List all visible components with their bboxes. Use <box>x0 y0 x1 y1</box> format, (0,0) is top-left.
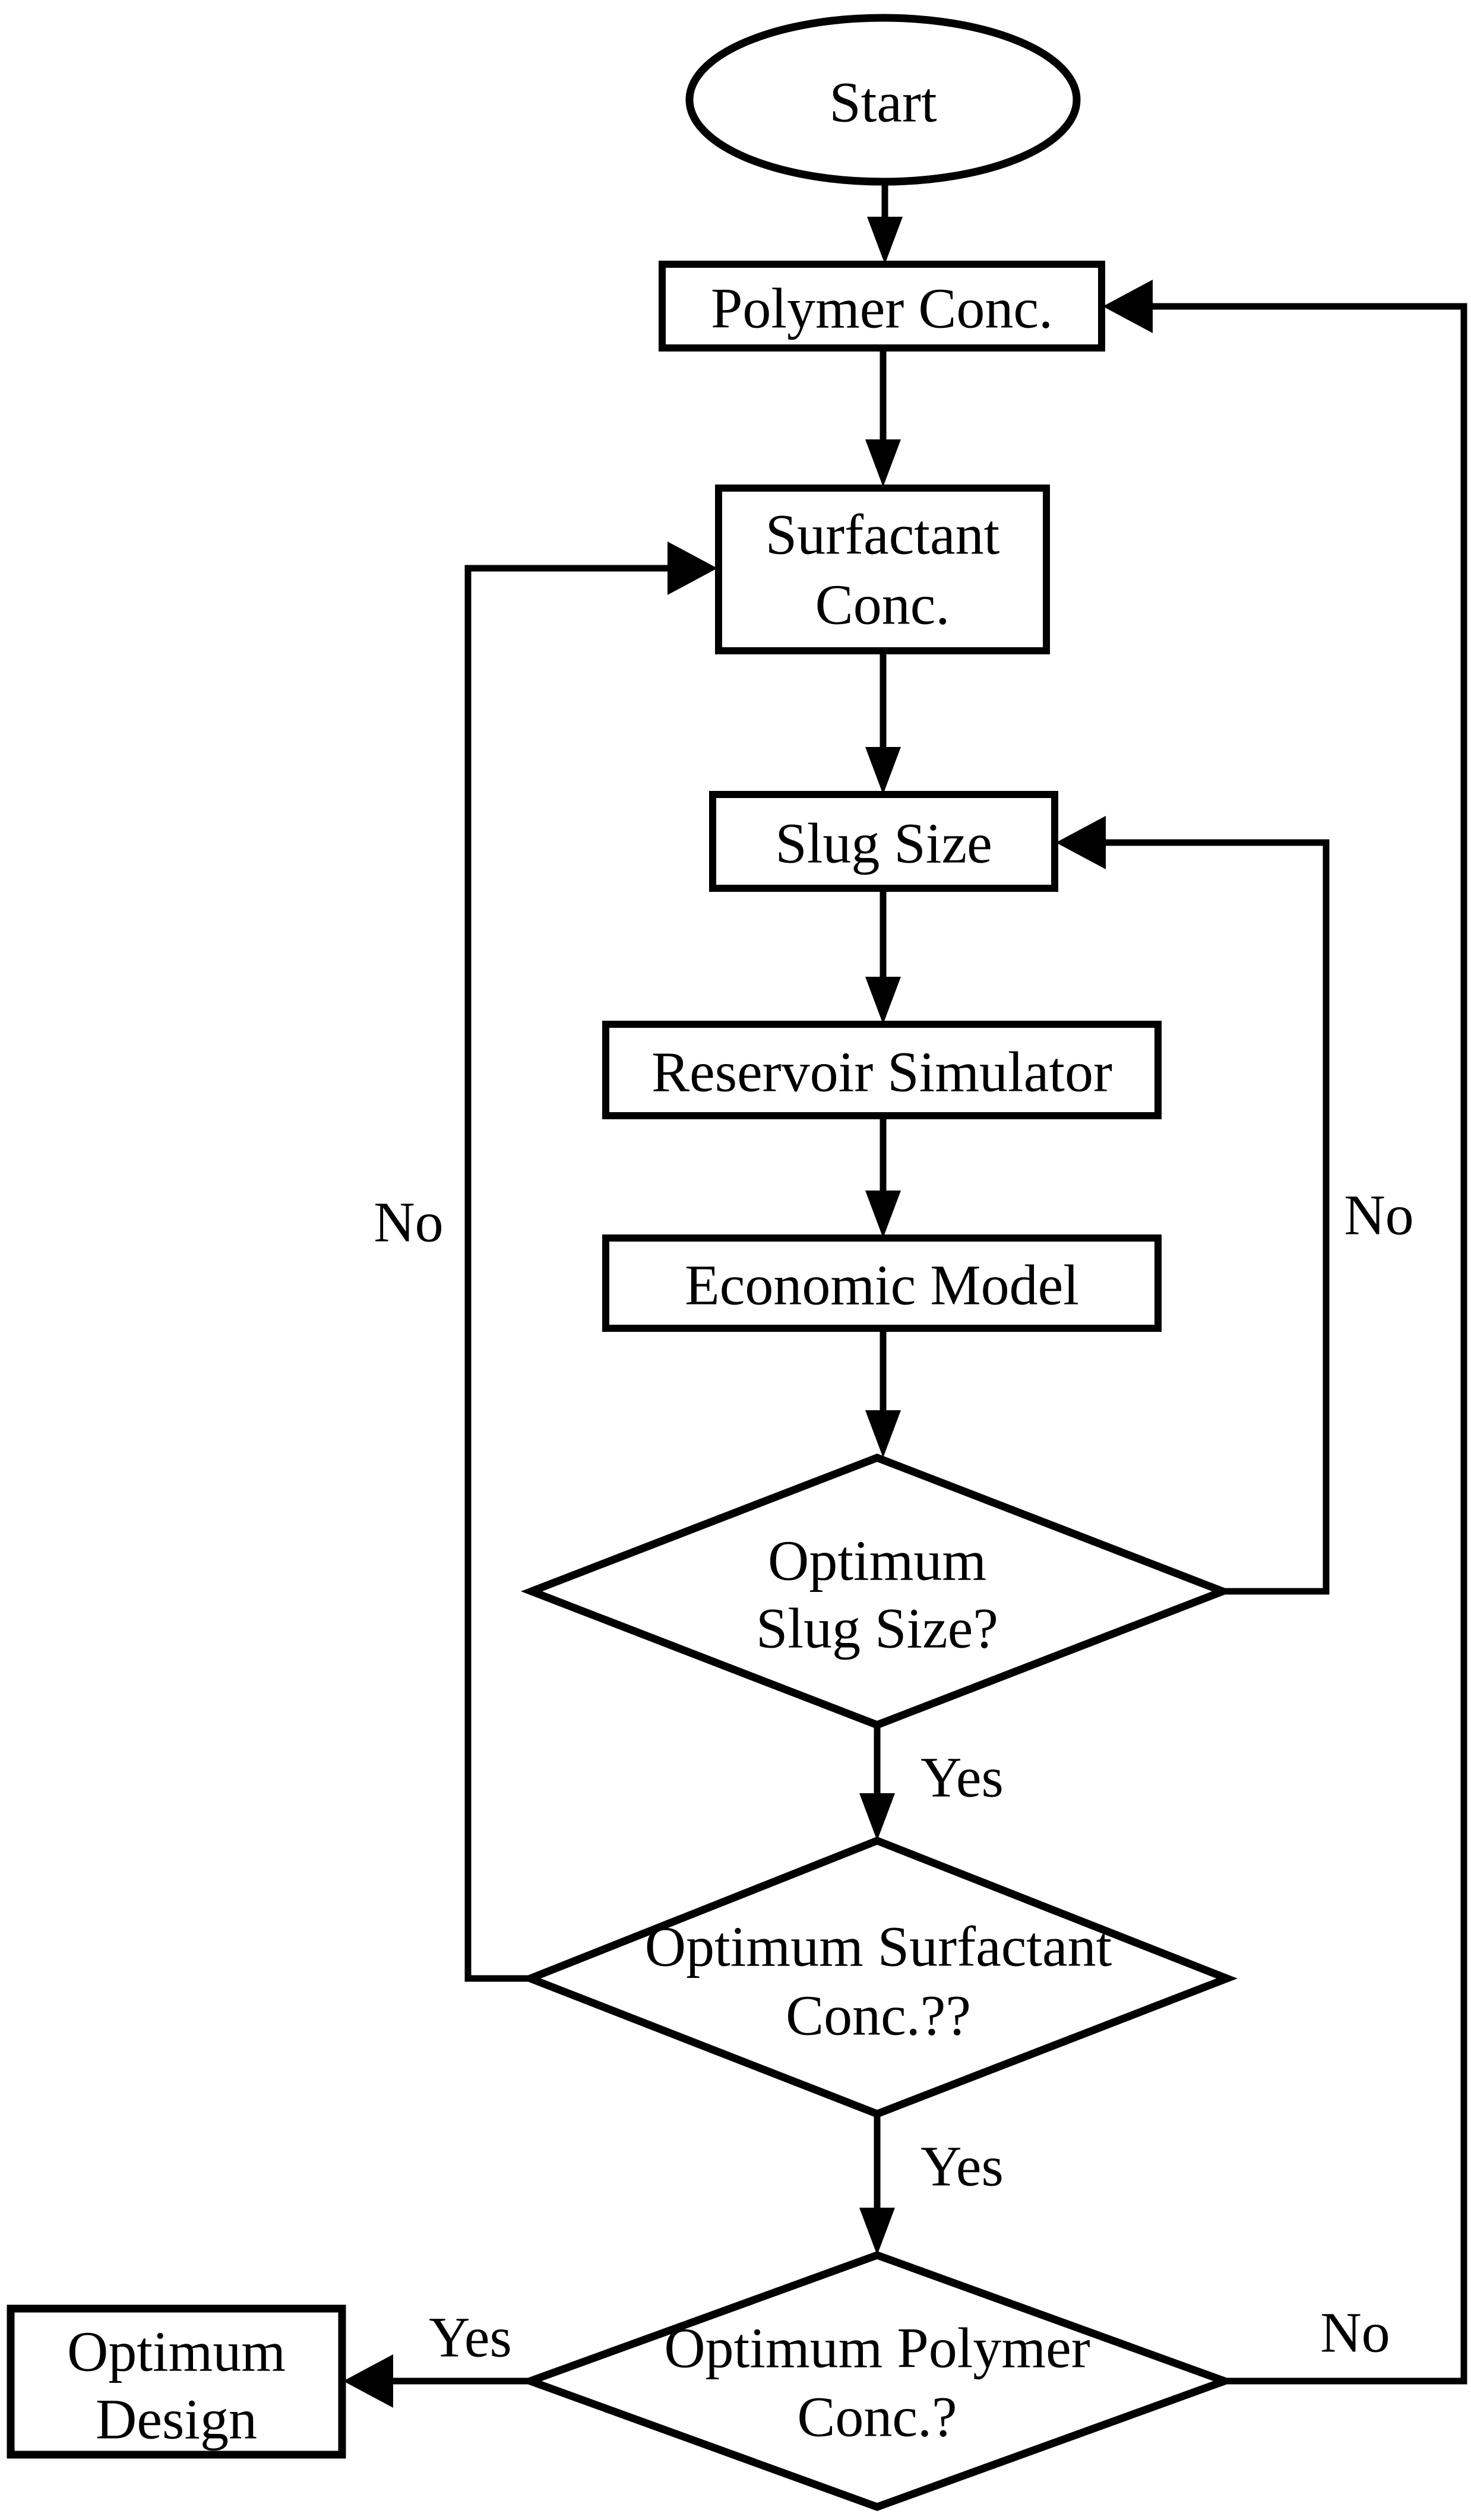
optimum-slug-size-label-line2: Slug Size? <box>756 1597 998 1660</box>
no-label-to-slug-size: No <box>1344 1183 1413 1247</box>
optimum-design-process: Optimum Design <box>7 2304 346 2459</box>
economic-model-label: Economic Model <box>685 1253 1079 1317</box>
arrowhead-left-icon <box>343 2354 393 2408</box>
optimum-surfactant-decision: Optimum Surfactant Conc.?? <box>520 1837 1238 2118</box>
optimum-design-box <box>7 2304 346 2459</box>
no-label-to-surfactant: No <box>374 1191 443 1254</box>
economic-model-process: Economic Model <box>602 1234 1162 1332</box>
arrowhead-down-icon <box>859 2208 895 2255</box>
feedback-no-to-surfactant-line <box>464 565 668 1982</box>
surfactant-conc-label-line1: Surfactant <box>765 503 1000 566</box>
arrowhead-right-icon <box>668 542 717 595</box>
optimum-design-label-line2: Design <box>96 2388 257 2451</box>
surfactant-conc-process: Surfactant Conc. <box>715 485 1050 654</box>
yes-label-after-slug-decision: Yes <box>920 1746 1004 1809</box>
arrow-economic-to-slug-decision <box>865 1328 901 1458</box>
polymer-conc-process: Polymer Conc. <box>659 261 1105 352</box>
surfactant-conc-box <box>715 485 1050 654</box>
start-label: Start <box>829 71 937 134</box>
arrowhead-down-icon <box>865 439 901 487</box>
arrow-yes-surf-decision-to-poly-decision <box>859 2114 895 2255</box>
yes-label-to-design: Yes <box>429 2306 512 2369</box>
arrowhead-down-icon <box>865 747 901 794</box>
reservoir-simulator-label: Reservoir Simulator <box>651 1040 1112 1104</box>
arrow-yes-to-optimum-design <box>343 2354 530 2408</box>
arrowhead-down-icon <box>865 1410 901 1458</box>
slug-size-process: Slug Size <box>709 791 1058 892</box>
optimum-design-label-line1: Optimum <box>67 2320 286 2383</box>
optimum-slug-size-diamond <box>520 1454 1234 1729</box>
optimum-polymer-diamond <box>518 2251 1236 2511</box>
arrowhead-left-icon <box>1103 280 1153 333</box>
arrow-start-to-polymer <box>867 182 903 264</box>
optimum-surfactant-label-line2: Conc.?? <box>786 1984 971 2047</box>
optimum-polymer-label-line1: Optimum Polymer <box>664 2316 1090 2380</box>
feedback-no-to-slug-size <box>1056 816 1330 1595</box>
reservoir-simulator-box <box>602 1021 1162 1119</box>
feedback-no-to-slug-line <box>1105 839 1330 1595</box>
no-label-to-polymer: No <box>1320 2301 1390 2364</box>
optimum-polymer-label-line2: Conc.? <box>797 2385 957 2449</box>
arrow-surfactant-to-slug <box>865 651 901 794</box>
arrowhead-left-icon <box>1056 816 1106 869</box>
arrow-slug-to-simulator <box>865 888 901 1024</box>
arrow-polymer-to-surfactant <box>865 348 901 487</box>
arrow-simulator-to-economic <box>865 1116 901 1238</box>
start-terminator: Start <box>685 14 1081 186</box>
yes-label-after-surf-decision: Yes <box>920 2135 1004 2198</box>
arrowhead-down-icon <box>859 1793 895 1841</box>
arrowhead-down-icon <box>865 977 901 1024</box>
reservoir-simulator-process: Reservoir Simulator <box>602 1021 1162 1119</box>
arrow-yes-slug-decision-to-surf-decision <box>859 1725 895 1841</box>
economic-model-box <box>602 1234 1162 1332</box>
polymer-conc-label: Polymer Conc. <box>711 277 1053 340</box>
optimum-slug-size-label-line1: Optimum <box>768 1529 986 1593</box>
feedback-no-to-polymer <box>1103 280 1467 2385</box>
optimum-polymer-decision: Optimum Polymer Conc.? <box>518 2251 1236 2511</box>
arrowhead-down-icon <box>865 1191 901 1238</box>
surfactant-conc-label-line2: Conc. <box>815 573 950 637</box>
feedback-no-to-polymer-line <box>1152 303 1467 2385</box>
slug-size-box <box>709 791 1058 892</box>
slug-size-label: Slug Size <box>775 812 992 875</box>
optimum-surfactant-diamond <box>520 1837 1238 2118</box>
arrowhead-down-icon <box>867 217 903 264</box>
optimum-slug-size-decision: Optimum Slug Size? <box>520 1454 1234 1729</box>
polymer-conc-box <box>659 261 1105 352</box>
start-oval <box>685 14 1081 186</box>
feedback-no-to-surfactant <box>464 542 717 1982</box>
optimum-surfactant-label-line1: Optimum Surfactant <box>645 1915 1112 1978</box>
